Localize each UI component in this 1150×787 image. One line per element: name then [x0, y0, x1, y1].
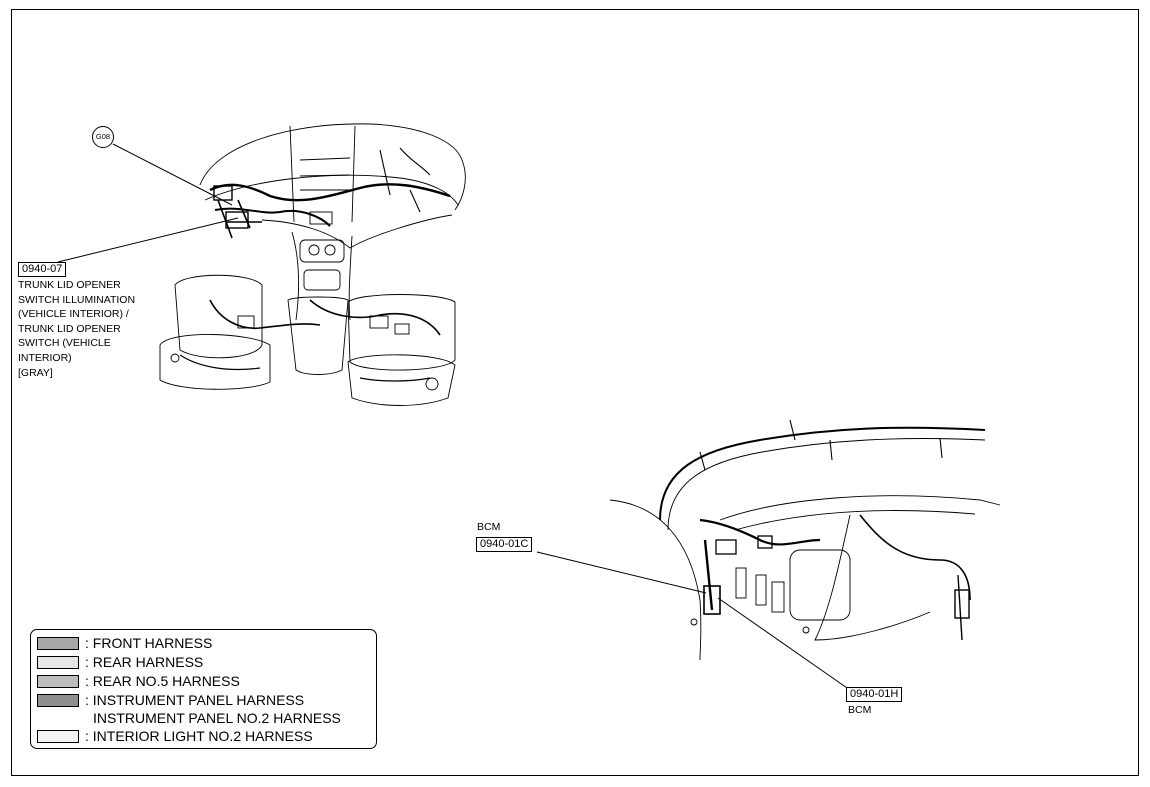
front-harness-swatch	[37, 636, 79, 650]
instrument-panel-harness-swatch	[37, 693, 79, 707]
bcm-bottom-label: BCM	[848, 704, 872, 716]
legend-label: : REAR HARNESS	[85, 654, 204, 670]
trunk-desc-line: TRUNK LID OPENER	[18, 322, 121, 335]
legend-label: : FRONT HARNESS	[85, 635, 213, 651]
legend-row-instrument-panel-harness: : INSTRUMENT PANEL HARNESS	[37, 692, 304, 708]
ground-point-g08-callout: G08	[92, 126, 114, 148]
trunk-switch-connector-label: 0940-07	[18, 262, 67, 277]
trunk-desc-line: SWITCH (VEHICLE	[18, 337, 111, 350]
legend-row-front-harness: : FRONT HARNESS	[37, 635, 212, 651]
rear-harness-swatch	[37, 655, 79, 669]
legend-row-interior-light-no2-harness: : INTERIOR LIGHT NO.2 HARNESS	[37, 728, 313, 744]
legend-label: : INTERIOR LIGHT NO.2 HARNESS	[85, 728, 313, 744]
bcm-connector-01c-label: 0940-01C	[476, 537, 533, 552]
bcm-top-label: BCM	[477, 521, 501, 533]
interior-light-no2-harness-swatch	[37, 729, 79, 743]
legend-row-rear-harness: : REAR HARNESS	[37, 654, 203, 670]
trunk-desc-line: [GRAY]	[18, 366, 53, 379]
cabin-overview-drawing	[159, 123, 466, 406]
trunk-desc-line: INTERIOR)	[18, 351, 72, 364]
trunk-desc-line: TRUNK LID OPENER	[18, 279, 121, 291]
bcm-connector-01h-label: 0940-01H	[846, 687, 903, 702]
legend-label: : INSTRUMENT PANEL HARNESS	[85, 692, 305, 708]
bcm-location-drawing	[609, 419, 1001, 661]
trunk-desc-line: SWITCH ILLUMINATION	[18, 293, 136, 306]
legend-row-rear-no5-harness: : REAR NO.5 HARNESS	[37, 673, 240, 689]
legend-row-instrument-panel-no2-harness: INSTRUMENT PANEL NO.2 HARNESS	[93, 710, 341, 726]
harness-legend: : FRONT HARNESS : REAR HARNESS : REAR NO…	[30, 629, 377, 749]
diagram-frame	[11, 9, 1139, 776]
rear-no5-harness-swatch	[37, 674, 79, 688]
trunk-desc-line: (VEHICLE INTERIOR) /	[18, 308, 129, 321]
trunk-switch-description: TRUNK LID OPENER SWITCH ILLUMINATION (VE…	[18, 278, 135, 380]
legend-label: : REAR NO.5 HARNESS	[85, 673, 240, 689]
